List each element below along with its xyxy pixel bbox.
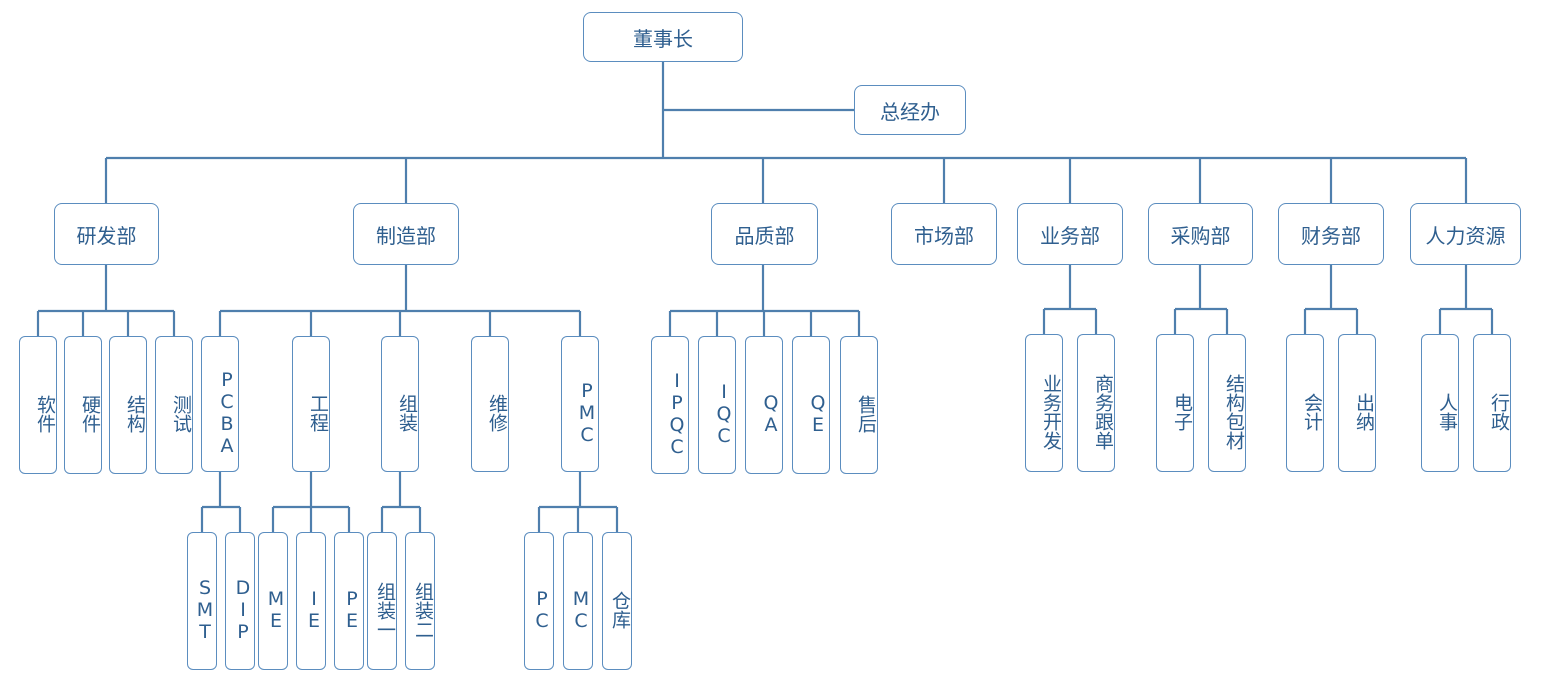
node-dip: DIP [225, 532, 255, 670]
node-dept-finance: 财务部 [1278, 203, 1384, 265]
node-dept-manufacturing: 制造部 [353, 203, 459, 265]
node-assembly-1: 组装一 [367, 532, 397, 670]
node-administration: 行政 [1473, 334, 1511, 472]
node-ipqc: IPQC [651, 336, 689, 474]
node-pc: PC [524, 532, 554, 670]
node-pe: PE [334, 532, 364, 670]
node-qe: QE [792, 336, 830, 474]
node-structural-packaging: 结构包材 [1208, 334, 1246, 472]
node-smt: SMT [187, 532, 217, 670]
node-electronics: 电子 [1156, 334, 1194, 472]
node-dept-purchasing: 采购部 [1148, 203, 1253, 265]
node-pmc: PMC [561, 336, 599, 472]
node-assembly: 组装 [381, 336, 419, 472]
node-business-development: 业务开发 [1025, 334, 1063, 472]
node-hardware: 硬件 [64, 336, 102, 474]
node-me: ME [258, 532, 288, 670]
node-testing: 测试 [155, 336, 193, 474]
node-dept-marketing: 市场部 [891, 203, 997, 265]
node-cashier: 出纳 [1338, 334, 1376, 472]
node-assistant: 总经办 [854, 85, 966, 135]
node-dept-rd: 研发部 [54, 203, 159, 265]
node-dept-hr: 人力资源 [1410, 203, 1521, 265]
node-structure: 结构 [109, 336, 147, 474]
node-warehouse: 仓库 [602, 532, 632, 670]
node-accounting: 会计 [1286, 334, 1324, 472]
node-qa: QA [745, 336, 783, 474]
node-dept-quality: 品质部 [711, 203, 818, 265]
node-dept-business: 业务部 [1017, 203, 1123, 265]
node-after-sales: 售后 [840, 336, 878, 474]
node-assembly-2: 组装二 [405, 532, 435, 670]
node-business-order-tracking: 商务跟单 [1077, 334, 1115, 472]
node-root: 董事长 [583, 12, 743, 62]
node-mc: MC [563, 532, 593, 670]
node-software: 软件 [19, 336, 57, 474]
node-repair: 维修 [471, 336, 509, 472]
node-engineering: 工程 [292, 336, 330, 472]
node-pcba: PCBA [201, 336, 239, 472]
node-iqc: IQC [698, 336, 736, 474]
node-personnel: 人事 [1421, 334, 1459, 472]
node-ie: IE [296, 532, 326, 670]
